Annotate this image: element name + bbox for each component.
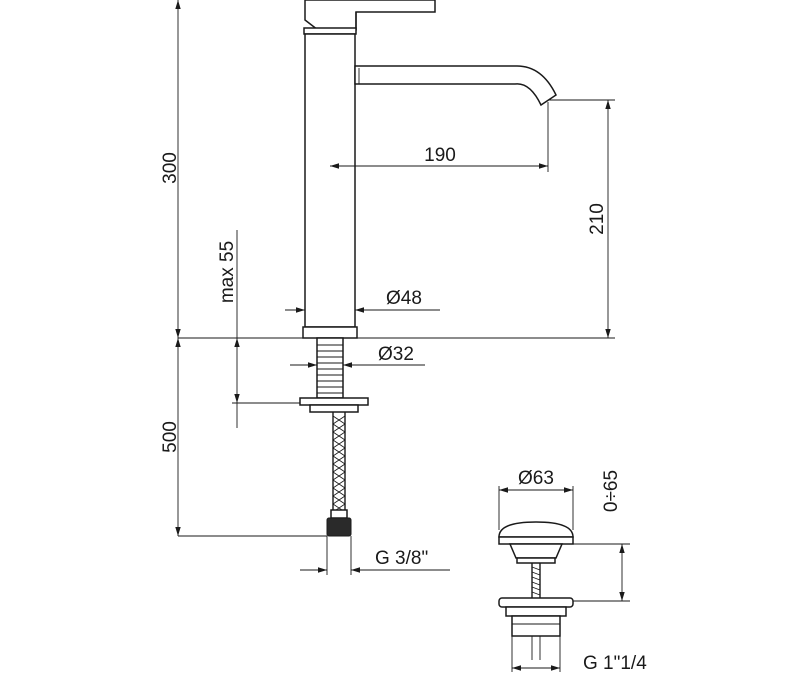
shank-diameter-label: Ø32 <box>378 344 414 365</box>
total-height-label: 300 <box>160 152 181 184</box>
waste-lower-body <box>505 606 567 617</box>
dimension-waste-thread: G 1"1/4 <box>511 636 647 674</box>
dimension-body-diameter: Ø48 <box>285 288 440 327</box>
fixing-washer <box>299 397 369 406</box>
dimension-total-height: 300 <box>160 0 181 338</box>
dimension-waste-diameter: Ø63 <box>498 468 574 530</box>
waste-upper-body <box>508 543 564 559</box>
waste-tail <box>511 615 561 637</box>
faucet-body <box>178 0 615 537</box>
dimension-waste-range: 0÷65 <box>573 470 630 602</box>
waste-seal <box>516 557 556 564</box>
spout-reach-label: 190 <box>424 145 456 166</box>
waste-diameter-label: Ø63 <box>518 468 554 489</box>
flexible-hose <box>332 412 346 513</box>
waste-spindle <box>531 563 541 598</box>
hose-nut <box>326 517 352 537</box>
spout-height-label: 210 <box>587 203 608 235</box>
deck-thickness-label: max 55 <box>217 241 238 303</box>
main-column <box>304 33 356 328</box>
fixing-nut <box>309 404 359 413</box>
hose-ferrule <box>330 509 348 519</box>
spout <box>354 65 557 107</box>
dimension-hose-thread: G 3/8" <box>300 536 450 575</box>
threaded-shank <box>316 337 344 399</box>
lever-handle <box>304 0 436 31</box>
hose-thread-label: G 3/8" <box>375 548 428 569</box>
dimension-deck-thickness: max 55 <box>217 230 300 428</box>
waste-range-label: 0÷65 <box>601 470 622 512</box>
waste-assembly <box>498 521 574 660</box>
waste-cap <box>498 521 574 538</box>
waste-thread-label: G 1"1/4 <box>583 653 647 674</box>
dimension-shank-diameter: Ø32 <box>290 344 425 368</box>
base-flange <box>302 326 358 339</box>
dimension-spout-height: 210 <box>548 99 615 338</box>
waste-lower-flange <box>498 597 574 608</box>
dimension-hose-length: 500 <box>160 338 327 537</box>
hose-length-label: 500 <box>160 421 181 453</box>
waste-flange <box>498 536 574 545</box>
body-diameter-label: Ø48 <box>386 288 422 309</box>
shank-threads <box>317 344 343 394</box>
handle-collar <box>303 27 357 35</box>
dimension-spout-reach: 190 <box>330 102 549 172</box>
